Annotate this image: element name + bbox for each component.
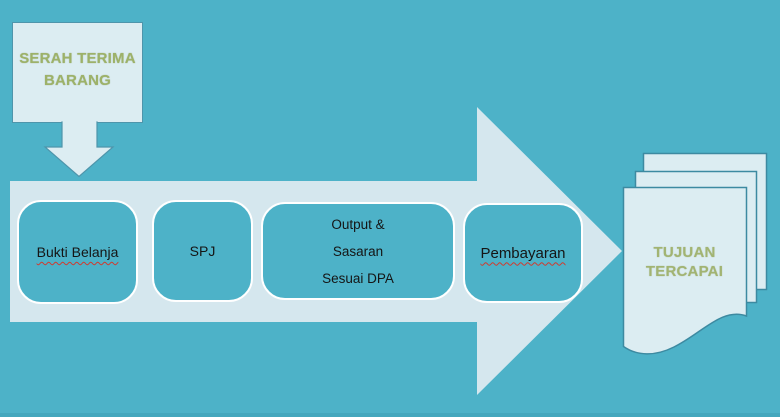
step-label-line3: Sesuai DPA — [322, 270, 394, 286]
goal-label-line2: TERCAPAI — [645, 263, 724, 280]
slide-bottom-edge — [0, 413, 780, 417]
start-box-label: SERAH TERIMA BARANG — [19, 48, 136, 98]
step-box-pembayaran: Pembayaran — [463, 203, 583, 303]
down-arrow-icon — [43, 121, 115, 178]
step-label: Pembayaran — [480, 244, 566, 262]
goal-label-line1: TUJUAN — [653, 244, 716, 261]
goal-label: TUJUAN TERCAPAI — [623, 243, 746, 281]
paper-middle — [634, 170, 758, 304]
start-box-label-line2: BARANG — [43, 71, 111, 89]
step-box-bukti-belanja: Bukti Belanja — [17, 200, 138, 304]
step-box-spj: SPJ — [152, 200, 253, 302]
step-label-line1: Output & — [331, 216, 385, 232]
start-box-serah-terima-barang: SERAH TERIMA BARANG — [12, 22, 143, 123]
step-label-line2: Sasaran — [332, 243, 384, 259]
step-label: SPJ — [189, 243, 216, 259]
step-label: Bukti Belanja — [36, 244, 119, 260]
step-box-output-sasaran: Output & Sasaran Sesuai DPA — [261, 202, 455, 300]
start-box-label-line1: SERAH TERIMA — [19, 49, 136, 67]
